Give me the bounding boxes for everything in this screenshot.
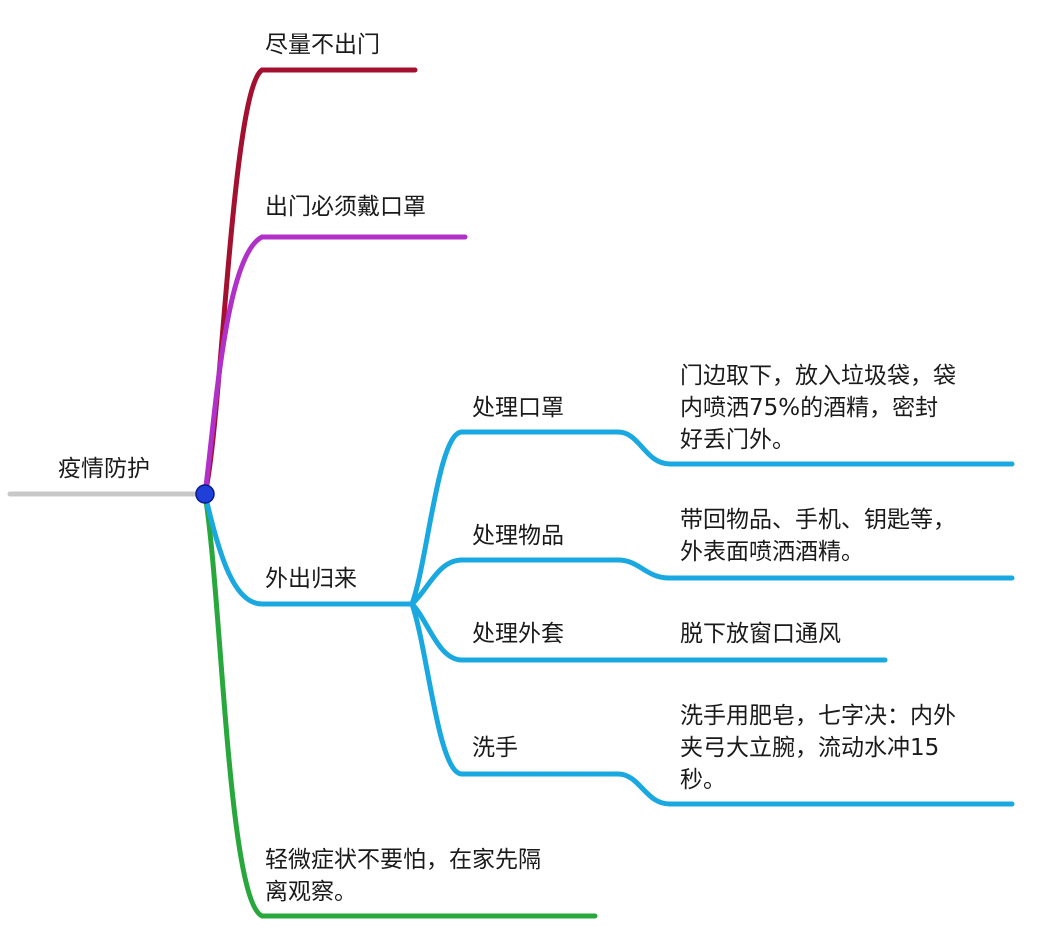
branch-line-return-home [202,491,415,607]
branch-label-mild-symptoms-line2: 离观察。 [265,879,357,905]
branch-label-stay-home: 尽量不出门 [265,32,380,58]
branch-label-mild-symptoms-line1: 轻微症状不要怕，在家先隔 [265,847,541,873]
subbranch-label-coat: 处理外套 [472,621,564,647]
branch-line-mild-symptoms [202,491,598,919]
subbranch-line-coat [409,601,888,663]
branch-line-wear-mask [202,234,468,497]
subbranch-line-handwash [409,601,1015,807]
detail-items-line1: 带回物品、手机、钥匙等， [680,507,956,533]
detail-items-line2: 外表面喷洒酒精。 [680,539,864,565]
branch-label-wear-mask: 出门必须戴口罩 [265,194,426,220]
detail-coat-line1: 脱下放窗口通风 [680,621,841,647]
subbranch-label-mask: 处理口罩 [472,395,564,421]
branch-label-return-home: 外出归来 [265,566,357,592]
detail-handwash-line2: 夹弓大立腕，流动水冲15 [680,735,940,761]
root-label: 疫情防护 [58,456,150,482]
detail-mask-line1: 门边取下，放入垃圾袋，袋 [680,363,956,389]
subbranch-line-mask [409,429,1015,607]
detail-handwash-line3: 秒。 [680,767,726,793]
detail-mask-line2: 内喷洒75%的酒精，密封 [680,395,939,421]
subbranch-label-handwash: 洗手 [472,735,518,761]
detail-handwash-line1: 洗手用肥皂，七字决：内外 [680,703,956,729]
subbranch-label-items: 处理物品 [472,523,564,549]
subbranch-line-items [409,557,1015,607]
hub-node [195,484,215,504]
detail-mask-line3: 好丢门外。 [680,427,795,453]
